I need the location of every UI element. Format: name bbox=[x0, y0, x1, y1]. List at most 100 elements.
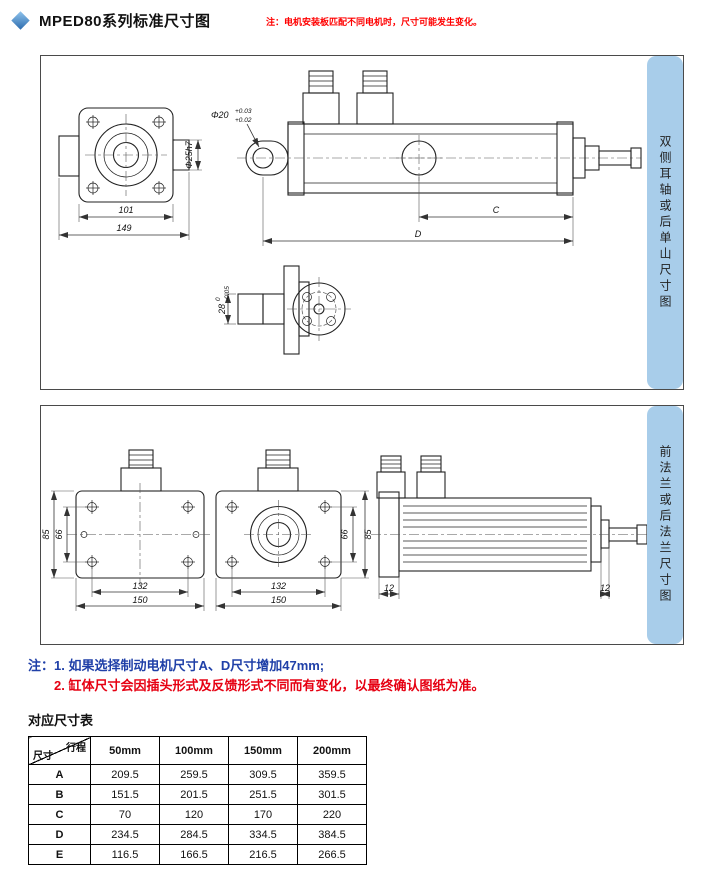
panel2-side-strip: 前法兰或后法兰尺寸图 bbox=[647, 406, 683, 644]
dim-label-149: 149 bbox=[116, 223, 131, 233]
connector-plug-2 bbox=[416, 455, 446, 499]
dim-label-c: C bbox=[493, 205, 500, 215]
dim-label-85-left: 85 bbox=[41, 529, 51, 540]
column-header-100mm: 100mm bbox=[159, 736, 229, 765]
table-title: 对应尺寸表 bbox=[28, 713, 94, 728]
row-label: E bbox=[28, 844, 91, 865]
dim-label-28-tol-lower: -0.05 bbox=[224, 286, 231, 301]
table-row: B 151.5 201.5 251.5 301.5 bbox=[28, 784, 367, 805]
table-row: D 234.5 284.5 334.5 384.5 bbox=[28, 824, 367, 845]
rear-ear-view bbox=[237, 265, 351, 355]
panel2-side-label: 前法兰或后法兰尺寸图 bbox=[658, 445, 672, 605]
dim-flange-height-left: 85 bbox=[41, 490, 74, 579]
table-cell: 234.5 bbox=[90, 824, 160, 845]
table-cell: 334.5 bbox=[228, 824, 298, 845]
face-bolt-holes bbox=[225, 500, 332, 569]
dim-label-12-right: 12 bbox=[600, 583, 610, 593]
actuator-body-view bbox=[371, 455, 647, 578]
table-header-row: 行程 尺寸 50mm 100mm 150mm 200mm bbox=[28, 736, 367, 765]
panel1-side-label: 双侧耳轴或后单山尺寸图 bbox=[658, 134, 672, 311]
motor-rear-view bbox=[58, 107, 190, 203]
connector-plug-1 bbox=[376, 455, 406, 499]
dim-label-66-left: 66 bbox=[54, 529, 64, 539]
dim-label-pin-tol-lower: +0.02 bbox=[235, 117, 252, 124]
table-cell: 220 bbox=[297, 804, 367, 825]
dim-ear-width: 28 0 -0.05 bbox=[215, 286, 236, 325]
flange-face-view bbox=[215, 449, 342, 579]
diamond-icon bbox=[11, 11, 30, 30]
table-cell: 151.5 bbox=[90, 784, 160, 805]
rod-end bbox=[572, 137, 642, 179]
table-cell: 170 bbox=[228, 804, 298, 825]
row-label: C bbox=[28, 804, 91, 825]
dim-flange-width-mid: 150 bbox=[215, 578, 342, 611]
corner-label-stroke: 行程 bbox=[66, 743, 86, 754]
page-title: MPED80系列标准尺寸图 bbox=[39, 13, 211, 30]
column-header-150mm: 150mm bbox=[228, 736, 298, 765]
dim-end-offset-right: 12 bbox=[600, 543, 610, 599]
table-corner-cell: 行程 尺寸 bbox=[28, 736, 91, 765]
table-cell: 209.5 bbox=[90, 764, 160, 785]
table-cell: 120 bbox=[159, 804, 229, 825]
dim-label-d: D bbox=[415, 229, 422, 239]
table-cell: 266.5 bbox=[297, 844, 367, 865]
table-row: A 209.5 259.5 309.5 359.5 bbox=[28, 764, 367, 785]
table-cell: 251.5 bbox=[228, 784, 298, 805]
rod-end bbox=[590, 505, 647, 563]
body-fins bbox=[403, 505, 587, 563]
footnote-line-1: 注：1. 如果选择制动电机尺寸A、D尺寸增加47mm; bbox=[28, 658, 325, 673]
row-label: A bbox=[28, 764, 91, 785]
flange-bolt-holes bbox=[86, 115, 166, 195]
cylinder-side-view bbox=[237, 70, 642, 196]
dim-label-150-mid: 150 bbox=[271, 595, 286, 605]
flange-dimension-drawing: 66 85 132 150 bbox=[41, 449, 647, 611]
table-cell: 259.5 bbox=[159, 764, 229, 785]
dim-label-132-mid: 132 bbox=[271, 581, 286, 591]
dim-label-150-left: 150 bbox=[132, 595, 147, 605]
table-cell: 166.5 bbox=[159, 844, 229, 865]
dim-hole-span-v-mid: 66 bbox=[330, 506, 357, 563]
dim-label-28-tol-upper: 0 bbox=[215, 297, 222, 301]
dim-hole-span-h-mid: 132 bbox=[231, 567, 326, 597]
table-cell: 284.5 bbox=[159, 824, 229, 845]
dim-shaft-diameter: Φ25h7 bbox=[175, 139, 202, 171]
dim-flange-width-left: 150 bbox=[75, 578, 205, 611]
table-cell: 359.5 bbox=[297, 764, 367, 785]
dimension-table: 行程 尺寸 50mm 100mm 150mm 200mm A 209.5 259… bbox=[28, 736, 367, 865]
dim-label-shaft: Φ25h7 bbox=[184, 140, 194, 169]
table-row: E 116.5 166.5 216.5 266.5 bbox=[28, 844, 367, 865]
footnote-line-2: 2. 缸体尺寸会因插头形式及反馈形式不同而有变化，以最终确认图纸为准。 bbox=[54, 678, 485, 693]
table-cell: 116.5 bbox=[90, 844, 160, 865]
table-row: C 70 120 170 220 bbox=[28, 804, 367, 825]
dim-length-d: D bbox=[262, 177, 574, 246]
row-label: B bbox=[28, 784, 91, 805]
connector-plug-1 bbox=[302, 70, 340, 125]
dim-label-66-mid: 66 bbox=[340, 529, 350, 539]
panel-flange-dimensions: 66 85 132 150 bbox=[40, 405, 684, 645]
panel-trunnion-dimensions: Φ25h7 101 149 bbox=[40, 55, 684, 390]
dim-hole-span-h-left: 132 bbox=[91, 567, 189, 597]
corner-label-dimension: 尺寸 bbox=[33, 751, 53, 762]
dim-label-132-left: 132 bbox=[132, 581, 147, 591]
table-cell: 301.5 bbox=[297, 784, 367, 805]
trunnion-dimension-drawing: Φ25h7 101 149 bbox=[58, 70, 642, 355]
dim-label-pin: Φ20 bbox=[211, 110, 229, 120]
table-cell: 216.5 bbox=[228, 844, 298, 865]
footnotes: 注：1. 如果选择制动电机尺寸A、D尺寸增加47mm; 2. 缸体尺寸会因插头形… bbox=[28, 656, 484, 696]
dim-bolt-span: 101 bbox=[78, 204, 174, 222]
table-cell: 70 bbox=[90, 804, 160, 825]
dim-label-101: 101 bbox=[118, 205, 133, 215]
column-header-50mm: 50mm bbox=[90, 736, 160, 765]
dim-length-c: C bbox=[418, 177, 574, 222]
plate-holes bbox=[80, 500, 200, 569]
dim-label-85-mid: 85 bbox=[363, 529, 373, 540]
header-warning-note: 注：电机安装板匹配不同电机时，尺寸可能发生变化。 bbox=[266, 17, 483, 27]
dim-flange-height-mid: 85 bbox=[341, 490, 373, 579]
column-header-200mm: 200mm bbox=[297, 736, 367, 765]
dim-end-offset-left: 12 bbox=[378, 577, 400, 599]
dim-pin-diameter: Φ20 +0.03 +0.02 bbox=[211, 108, 260, 148]
table-cell: 309.5 bbox=[228, 764, 298, 785]
row-label: D bbox=[28, 824, 91, 845]
table-cell: 384.5 bbox=[297, 824, 367, 845]
connector-plug-2 bbox=[356, 70, 394, 125]
